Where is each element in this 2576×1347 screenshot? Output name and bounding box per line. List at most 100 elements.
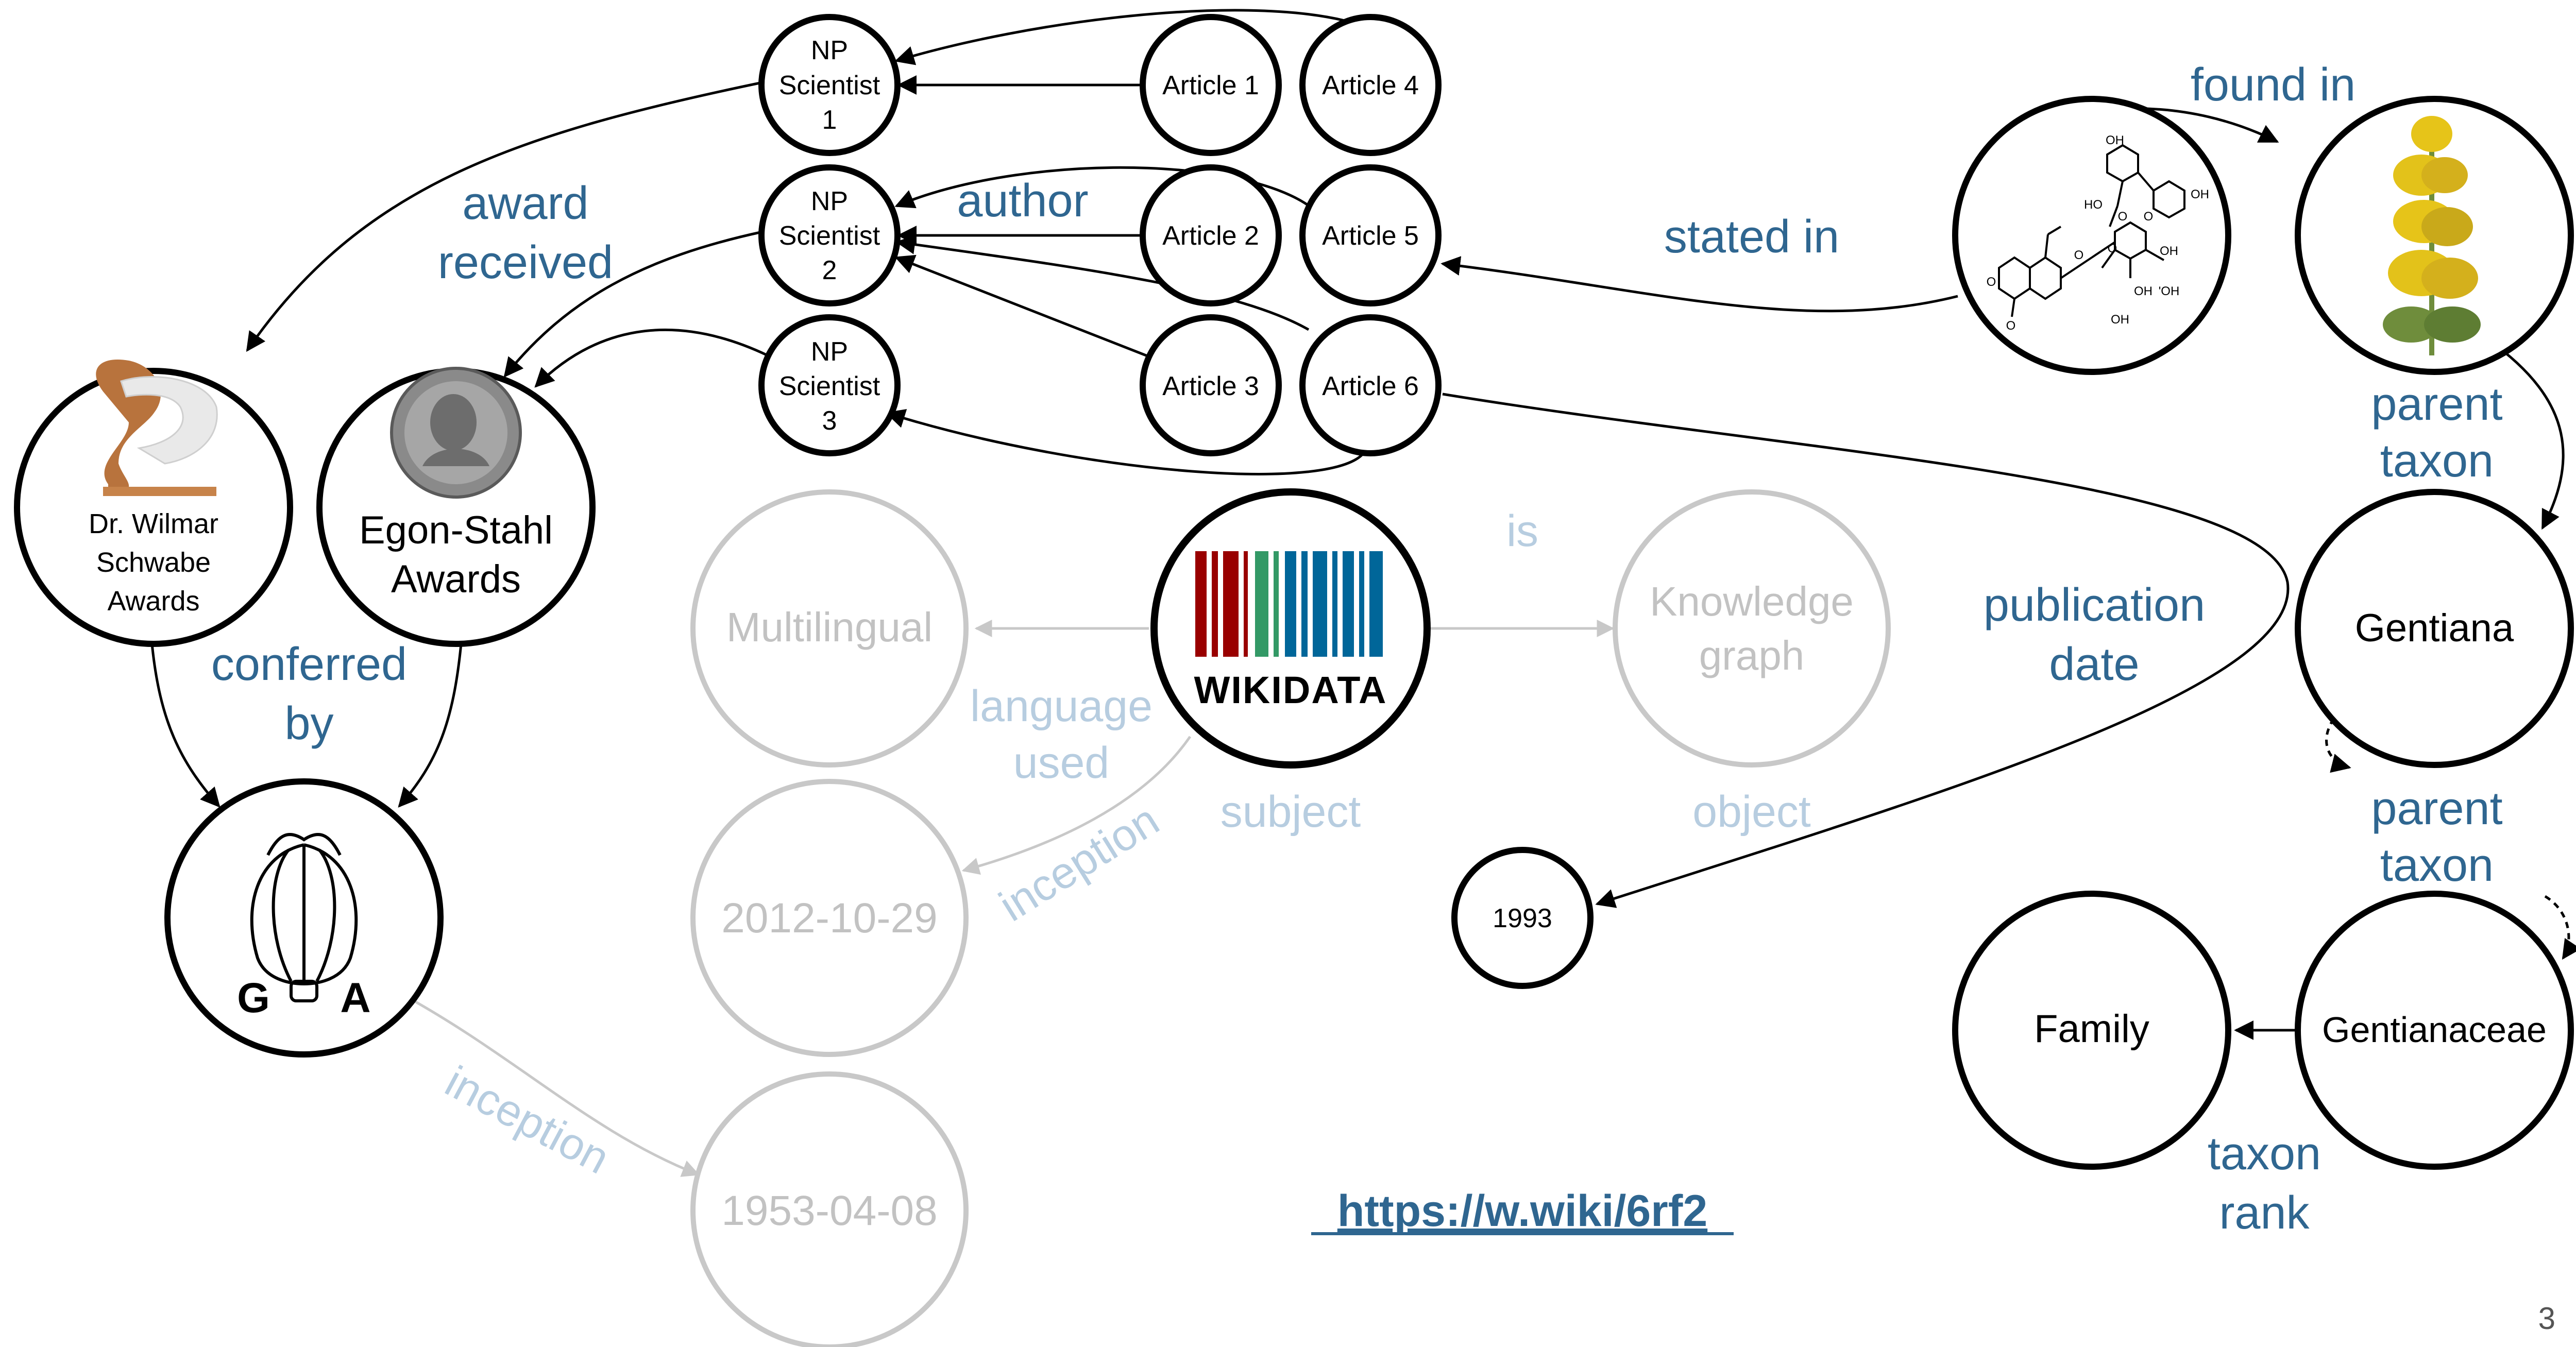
- node-wilmar-schwabe-awards[interactable]: Dr. Wilmar Schwabe Awards: [14, 360, 293, 647]
- edge-plant-gentiana: [2487, 338, 2565, 530]
- atom-label: O: [2118, 210, 2128, 224]
- np-scientist-2-line-2: Scientist: [779, 221, 880, 251]
- node-date-1953[interactable]: 1953-04-08: [690, 1071, 969, 1347]
- prop-subject: subject: [1221, 787, 1361, 837]
- wikidata-wordmark: WIKIDATA: [1194, 669, 1387, 711]
- ga-letter-g: G: [237, 975, 270, 1021]
- node-molecule[interactable]: OH HO OH O O O O O O OH 'OH OH OH: [1952, 96, 2231, 375]
- article-3-label: Article 3: [1162, 371, 1259, 401]
- molecule-structure-image: [1998, 144, 2185, 317]
- article-5-label: Article 5: [1322, 221, 1419, 251]
- prop-award-received-1: award: [462, 178, 588, 229]
- prop-language-used-2: used: [1013, 738, 1110, 788]
- node-np-scientist-2[interactable]: NP Scientist 2: [758, 164, 901, 306]
- node-article-6[interactable]: Article 6: [1299, 314, 1442, 456]
- prop-inception-wikidata: inception: [991, 795, 1167, 931]
- wikidata-query-link[interactable]: https://w.wiki/6rf2: [1337, 1186, 1707, 1236]
- node-article-5[interactable]: Article 5: [1299, 164, 1442, 306]
- egon-stahl-medal-image: [390, 367, 522, 499]
- node-year-1993[interactable]: 1993: [1451, 847, 1594, 989]
- prop-author: author: [957, 175, 1088, 227]
- prop-parent-taxon-1-b: taxon: [2380, 435, 2494, 487]
- knowledge-graph-line-1: Knowledge: [1650, 578, 1854, 624]
- edge-article5-scientist2: [894, 166, 1331, 228]
- edge-article6-scientist3: [885, 409, 1367, 475]
- date-2012-label: 2012-10-29: [721, 895, 937, 942]
- edge-scientist2-egon: [503, 230, 763, 378]
- node-gentian-plant[interactable]: [2295, 96, 2574, 375]
- node-family[interactable]: Family: [1952, 891, 2231, 1170]
- prop-publication-date-1: publication: [1984, 579, 2205, 631]
- node-date-2012[interactable]: 2012-10-29: [690, 779, 969, 1057]
- edge-scientist1-wilmar: [246, 81, 763, 352]
- gentian-plant-image: [2383, 116, 2481, 355]
- atom-label: O: [2074, 248, 2084, 262]
- node-article-1[interactable]: Article 1: [1140, 14, 1282, 156]
- article-1-label: Article 1: [1162, 71, 1259, 100]
- article-4-label: Article 4: [1322, 71, 1419, 100]
- gentiana-label: Gentiana: [2355, 606, 2514, 650]
- atom-label: OH: [2134, 284, 2153, 298]
- node-np-scientist-3[interactable]: NP Scientist 3: [758, 314, 901, 456]
- atom-label: O: [1987, 275, 1996, 289]
- atom-label: HO: [2084, 198, 2103, 212]
- node-ga-society[interactable]: G A: [164, 778, 444, 1058]
- node-gentianaceae[interactable]: Gentianaceae: [2295, 891, 2574, 1170]
- node-article-3[interactable]: Article 3: [1140, 314, 1282, 456]
- prop-publication-date-2: date: [2049, 639, 2139, 690]
- year-1993-label: 1993: [1493, 903, 1552, 933]
- np-scientist-3-line-3: 3: [822, 406, 837, 436]
- gentianaceae-label: Gentianaceae: [2322, 1010, 2547, 1050]
- atom-label: O: [2108, 242, 2117, 255]
- prop-language-used-1: language: [970, 681, 1153, 731]
- family-label: Family: [2034, 1007, 2149, 1051]
- multilingual-label: Multilingual: [726, 604, 933, 650]
- edge-wilmar-ga: [150, 643, 221, 808]
- edge-molecule-article5: [1440, 256, 1958, 313]
- atom-label: 'OH: [2159, 284, 2180, 298]
- prop-parent-taxon-1-a: parent: [2371, 379, 2502, 430]
- article-6-label: Article 6: [1322, 371, 1419, 401]
- prop-object: object: [1692, 787, 1811, 837]
- atom-label: OH: [2106, 133, 2124, 147]
- np-scientist-1-line-2: Scientist: [779, 71, 880, 100]
- atom-label: OH: [2160, 244, 2178, 258]
- node-wikidata[interactable]: WIKIDATA: [1150, 488, 1431, 769]
- edge-scientist3-egon: [534, 328, 769, 388]
- ga-letter-a: A: [340, 975, 370, 1021]
- edge-gentianaceae-dashed: [2544, 895, 2576, 960]
- prop-conferred-by-1: conferred: [211, 639, 407, 690]
- wikidata-barcode-logo: [1195, 551, 1383, 657]
- wilmar-trophy-image: [96, 360, 218, 496]
- edge-article6-1993: [1442, 393, 2290, 908]
- node-article-2[interactable]: Article 2: [1140, 164, 1282, 306]
- edge-article4-scientist1: [894, 9, 1345, 65]
- edge-article6-scientist2: [895, 234, 1310, 331]
- prop-parent-taxon-2-a: parent: [2371, 783, 2502, 834]
- np-scientist-1-line-1: NP: [811, 36, 848, 65]
- node-gentiana[interactable]: Gentiana: [2295, 489, 2574, 768]
- prop-found-in: found in: [2191, 59, 2355, 111]
- wilmar-line-3: Awards: [107, 586, 199, 617]
- prop-stated-in: stated in: [1664, 211, 1839, 263]
- node-egon-stahl-awards[interactable]: Egon-Stahl Awards: [316, 367, 596, 647]
- np-scientist-2-line-3: 2: [822, 255, 837, 285]
- node-np-scientist-1[interactable]: NP Scientist 1: [758, 14, 901, 156]
- egon-stahl-line-2: Awards: [391, 557, 521, 601]
- node-knowledge-graph[interactable]: Knowledge graph: [1613, 489, 1891, 768]
- wilmar-line-1: Dr. Wilmar: [89, 508, 218, 539]
- edge-article3-scientist2: [894, 254, 1160, 362]
- np-scientist-1-line-3: 1: [822, 105, 837, 135]
- prop-award-received-2: received: [438, 237, 613, 288]
- node-article-4[interactable]: Article 4: [1299, 14, 1442, 156]
- egon-stahl-line-1: Egon-Stahl: [359, 508, 553, 552]
- article-2-label: Article 2: [1162, 221, 1259, 251]
- knowledge-graph-line-2: graph: [1699, 633, 1805, 678]
- np-scientist-3-line-2: Scientist: [779, 371, 880, 401]
- atom-label: O: [2006, 319, 2016, 333]
- node-multilingual[interactable]: Multilingual: [690, 489, 969, 768]
- edge-wikidata-2012: [961, 736, 1192, 875]
- atom-label: O: [2144, 210, 2154, 224]
